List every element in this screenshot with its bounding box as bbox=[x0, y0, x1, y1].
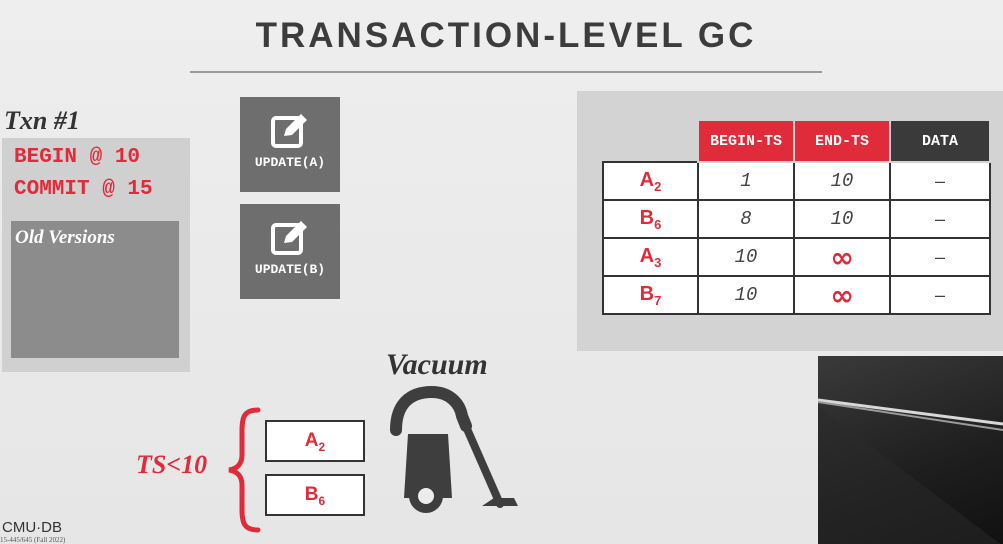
vacuum-label: Vacuum bbox=[386, 348, 488, 381]
begin-ts-cell: 8 bbox=[697, 199, 795, 239]
txn-label: Txn #1 bbox=[4, 106, 80, 135]
version-key: A3 bbox=[602, 237, 699, 277]
update-b-tile: UPDATE(B) bbox=[240, 204, 340, 299]
version-table: BEGIN-TS END-TS DATA A2 1 10 – B6 8 10 –… bbox=[602, 119, 991, 315]
data-cell: – bbox=[889, 199, 991, 239]
txn-begin: BEGIN @ 10 bbox=[14, 146, 141, 169]
header-data: DATA bbox=[889, 119, 991, 163]
version-key: A2 bbox=[602, 161, 699, 201]
table-row: B7 10 ∞ – bbox=[602, 275, 991, 315]
end-ts-cell: ∞ bbox=[793, 275, 891, 315]
old-versions-box: Old Versions bbox=[11, 221, 179, 358]
speaker-video-overlay bbox=[818, 356, 1003, 544]
data-cell: – bbox=[889, 275, 991, 315]
slide-title: TRANSACTION-LEVEL GC bbox=[255, 16, 757, 55]
end-ts-cell: ∞ bbox=[793, 237, 891, 277]
begin-ts-cell: 10 bbox=[697, 237, 795, 277]
table-row: A2 1 10 – bbox=[602, 161, 991, 201]
old-versions-label: Old Versions bbox=[15, 227, 115, 248]
update-a-tile: UPDATE(A) bbox=[240, 97, 340, 192]
header-begin-ts: BEGIN-TS bbox=[697, 119, 795, 163]
vacuum-icon bbox=[390, 386, 518, 513]
data-cell: – bbox=[889, 237, 991, 277]
course-caption: 15-445/645 (Fall 2022) bbox=[0, 536, 66, 544]
header-end-ts: END-TS bbox=[793, 119, 891, 163]
version-key: B7 bbox=[602, 275, 699, 315]
title-divider bbox=[190, 71, 822, 73]
gc-condition-label: TS<10 bbox=[136, 450, 208, 479]
data-cell: – bbox=[889, 161, 991, 201]
version-key: B6 bbox=[602, 199, 699, 239]
video-frame bbox=[818, 398, 1003, 544]
table-row: B6 8 10 – bbox=[602, 199, 991, 239]
end-ts-cell: 10 bbox=[793, 199, 891, 239]
edit-icon bbox=[271, 114, 307, 148]
curly-brace-icon bbox=[228, 407, 261, 533]
end-ts-cell: 10 bbox=[793, 161, 891, 201]
cmu-db-logo: CMU·DB bbox=[2, 519, 62, 536]
begin-ts-cell: 1 bbox=[697, 161, 795, 201]
update-b-label: UPDATE(B) bbox=[254, 262, 326, 277]
header-blank bbox=[603, 120, 698, 162]
table-row: A3 10 ∞ – bbox=[602, 237, 991, 277]
txn-commit: COMMIT @ 15 bbox=[14, 178, 153, 201]
update-a-label: UPDATE(A) bbox=[254, 155, 326, 170]
gc-item-box: B6 bbox=[265, 474, 365, 516]
begin-ts-cell: 10 bbox=[697, 275, 795, 315]
gc-item-box: A2 bbox=[265, 420, 365, 462]
edit-icon bbox=[271, 221, 307, 255]
